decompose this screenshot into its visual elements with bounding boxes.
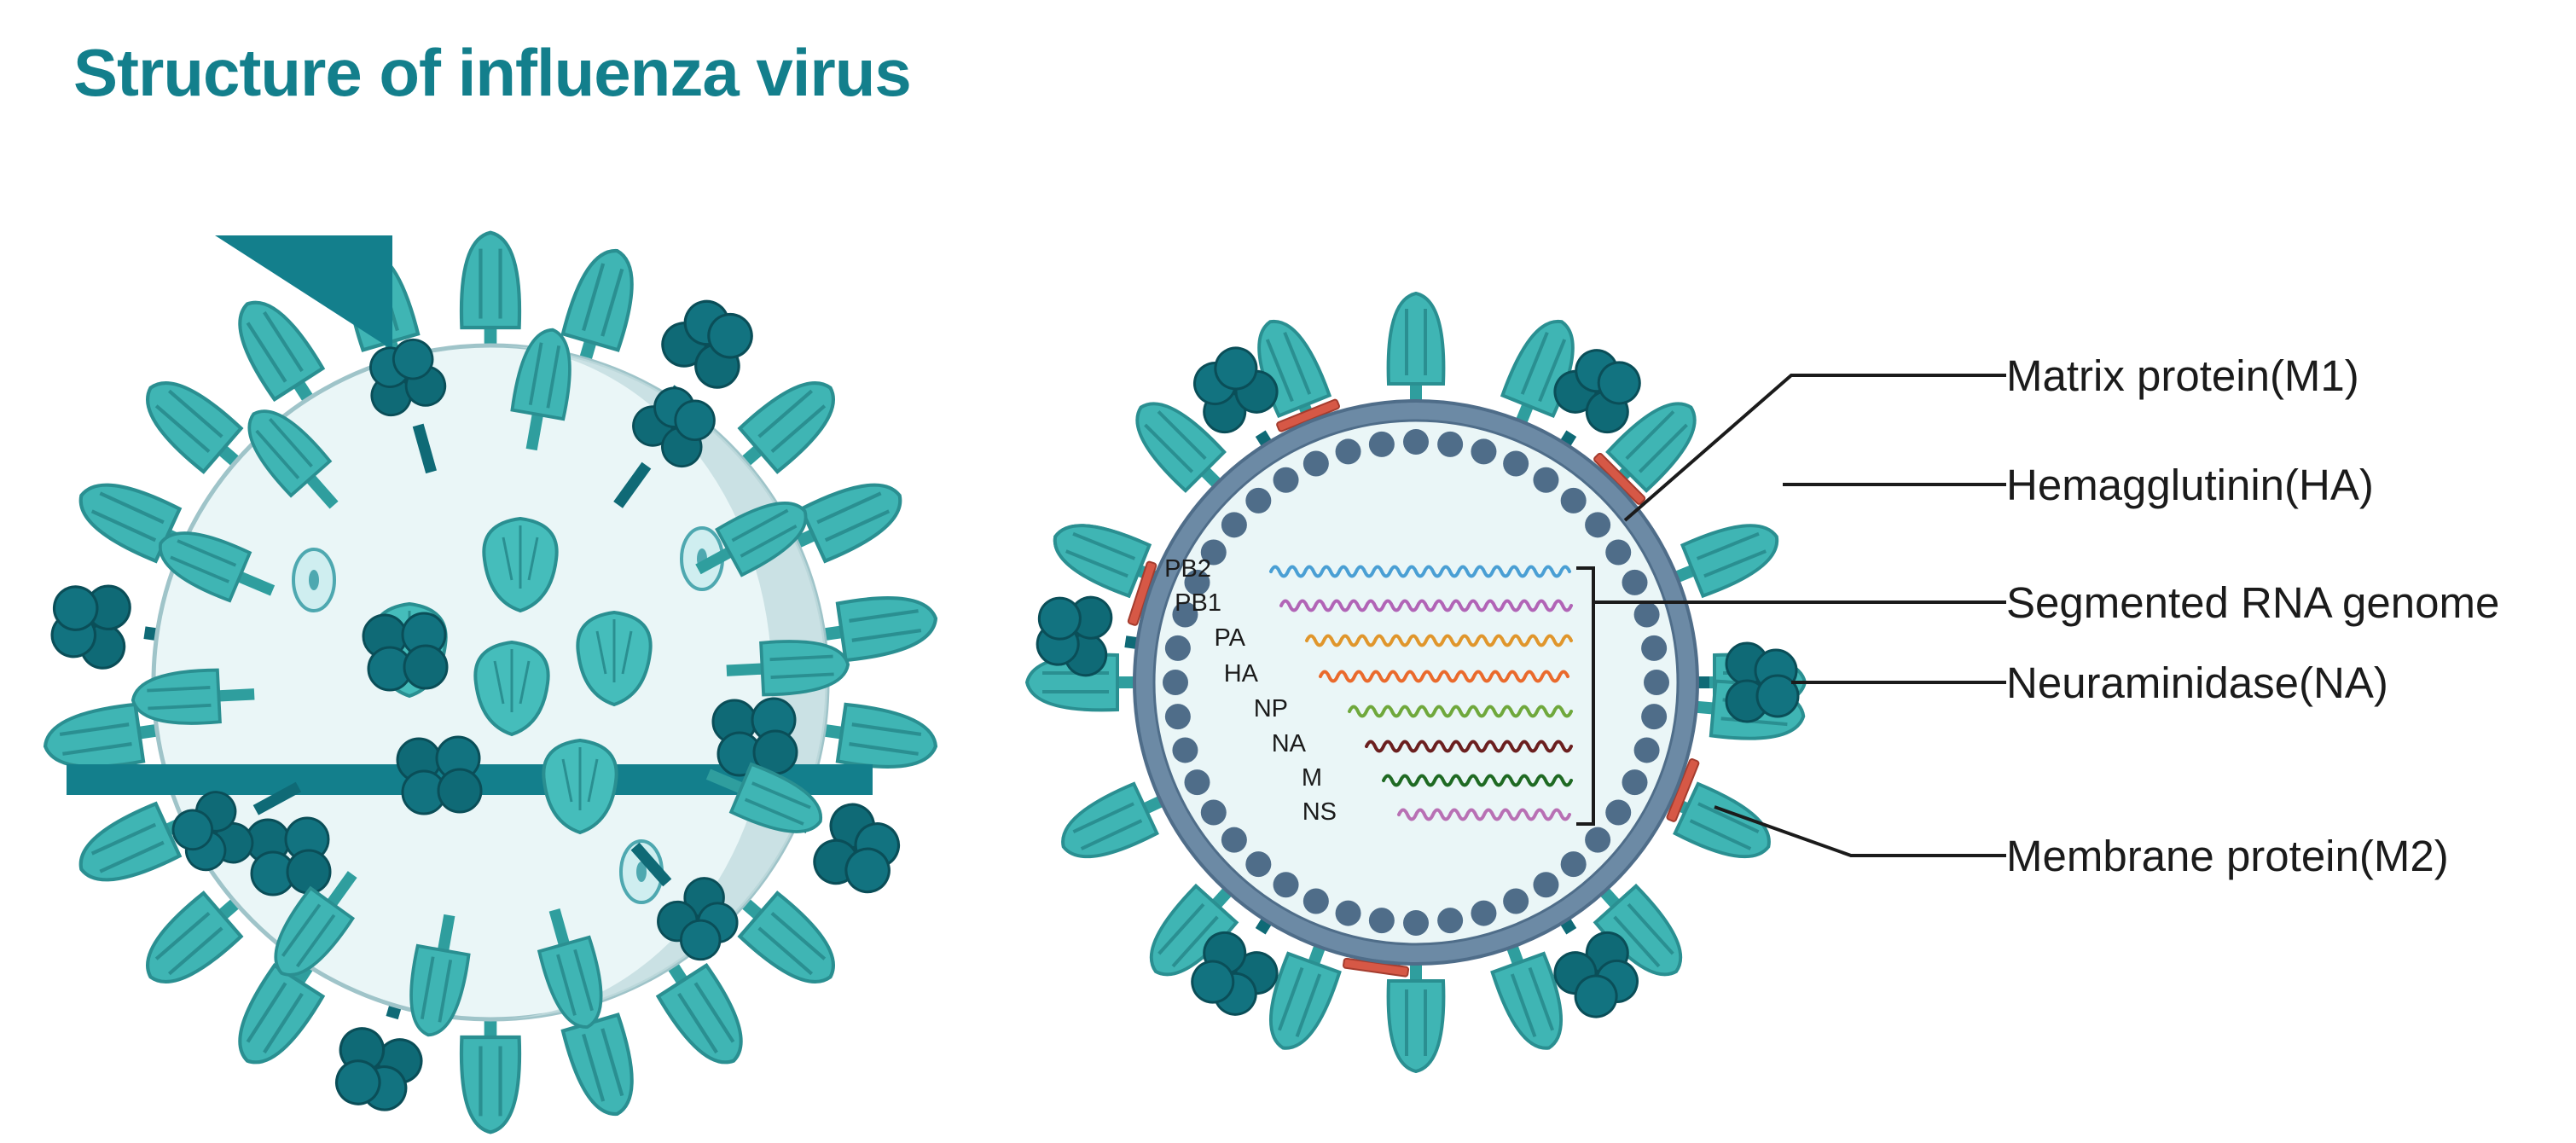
- matrix-protein-dot: [1273, 467, 1299, 493]
- m2-leader-line: [1714, 805, 2006, 857]
- m2-channel-top-view: [292, 548, 336, 612]
- segmented-rna-genome: [1269, 565, 1573, 821]
- matrix-protein-dot: [1221, 827, 1247, 853]
- segment-label-ns: NS: [1303, 798, 1337, 826]
- influenza-virion-cross-section-icon: [1025, 292, 1808, 1073]
- matrix-protein-dot: [1245, 487, 1272, 513]
- matrix-protein-dot: [1221, 512, 1247, 538]
- leader-lines: [1593, 374, 2006, 857]
- matrix-protein-dot: [1641, 704, 1668, 730]
- segment-label-pb1: PB1: [1175, 589, 1221, 617]
- segment-label-pa: PA: [1214, 624, 1245, 652]
- matrix-protein-m1-label: Matrix protein(M1): [2006, 351, 2359, 400]
- matrix-protein-dot: [1533, 467, 1559, 493]
- influenza-virion-3d-icon: [41, 233, 940, 1133]
- rna-segment-na: [1365, 740, 1573, 753]
- rna-segment-pb1: [1279, 599, 1573, 612]
- matrix-protein-dot: [1605, 539, 1632, 566]
- matrix-protein-layer: [1163, 429, 1669, 936]
- matrix-protein-dot: [1184, 569, 1210, 595]
- membrane-protein-m2-label: Membrane protein(M2): [2006, 832, 2449, 880]
- matrix-protein-dot: [1605, 799, 1632, 826]
- matrix-protein-dot: [1533, 872, 1559, 898]
- matrix-protein-dot: [1633, 601, 1660, 628]
- matrix-protein-dot: [1633, 737, 1660, 763]
- matrix-protein-dot: [1560, 851, 1587, 878]
- matrix-protein-dot: [1368, 908, 1395, 934]
- matrix-protein-dot: [1403, 910, 1429, 936]
- rna-segment-ha: [1319, 670, 1569, 683]
- matrix-protein-dot: [1471, 438, 1497, 465]
- neuraminidase-na-label: Neuraminidase(NA): [2006, 659, 2388, 707]
- matrix-protein-dot: [1335, 438, 1361, 465]
- matrix-protein-dot: [1560, 487, 1587, 513]
- segment-label-pb2: PB2: [1164, 555, 1211, 583]
- matrix-protein-dot: [1200, 539, 1227, 566]
- matrix-protein-dot: [1368, 431, 1395, 457]
- matrix-protein-dot: [1164, 635, 1191, 661]
- matrix-protein-dot: [1335, 900, 1361, 926]
- matrix-protein-dot: [1471, 900, 1497, 926]
- matrix-protein-dot: [1641, 635, 1668, 661]
- matrix-protein-dot: [1503, 450, 1529, 477]
- matrix-protein-dot: [1585, 512, 1611, 538]
- rna-segment-pb2: [1269, 565, 1571, 578]
- segment-label-ha: HA: [1224, 660, 1259, 688]
- matrix-protein-dot: [1172, 601, 1198, 628]
- rna-segment-np: [1348, 705, 1573, 718]
- matrix-protein-dot: [1184, 769, 1210, 796]
- segment-label-m: M: [1302, 764, 1322, 792]
- matrix-protein-dot: [1172, 737, 1198, 763]
- matrix-protein-dot: [1164, 704, 1191, 730]
- matrix-protein-dot: [1163, 670, 1188, 695]
- matrix-protein-dot: [1403, 429, 1429, 455]
- hemagglutinin-ha-label: Hemagglutinin(HA): [2006, 461, 2374, 509]
- segment-label-na: NA: [1272, 730, 1307, 757]
- m1-leader-line: [1623, 374, 2006, 522]
- matrix-protein-dot: [1303, 888, 1329, 914]
- page-title: Structure of influenza virus: [73, 35, 912, 110]
- matrix-protein-dot: [1437, 908, 1464, 934]
- matrix-protein-dot: [1437, 431, 1464, 457]
- matrix-protein-dot: [1585, 827, 1611, 853]
- segmented-rna-genome-label: Segmented RNA genome: [2006, 578, 2499, 627]
- matrix-protein-dot: [1622, 569, 1648, 595]
- matrix-protein-dot: [1273, 872, 1299, 898]
- matrix-protein-dot: [1303, 450, 1329, 477]
- matrix-protein-dot: [1503, 888, 1529, 914]
- rna-segment-m: [1382, 774, 1573, 787]
- matrix-protein-dot: [1644, 670, 1669, 695]
- rna-segment-ns: [1397, 808, 1571, 821]
- matrix-protein-dot: [1622, 769, 1648, 796]
- segment-label-np: NP: [1254, 695, 1288, 722]
- matrix-protein-dot: [1245, 851, 1272, 878]
- rna-segment-pa: [1305, 634, 1573, 647]
- rna-genome-bracket: [1576, 566, 1595, 826]
- matrix-protein-dot: [1200, 799, 1227, 826]
